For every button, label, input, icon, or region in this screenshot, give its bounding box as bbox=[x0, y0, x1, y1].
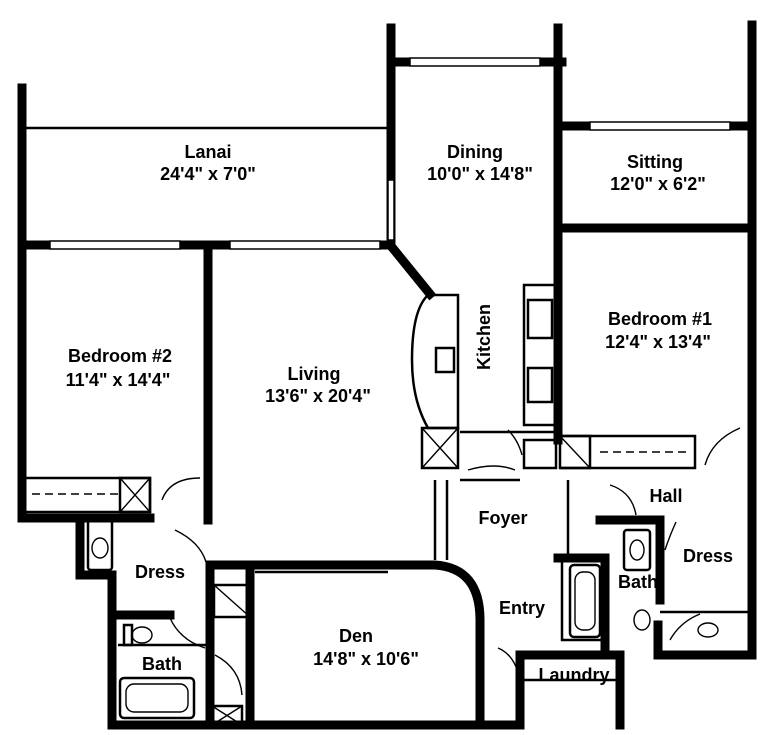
closet-marks bbox=[118, 434, 592, 727]
foyer-name: Foyer bbox=[478, 508, 527, 528]
bedroom1-name: Bedroom #1 bbox=[608, 309, 712, 329]
bedroom2-size: 11'4" x 14'4" bbox=[66, 370, 171, 390]
dining-size: 10'0" x 14'8" bbox=[427, 164, 533, 184]
door-swings bbox=[161, 427, 741, 696]
laundry-name: Laundry bbox=[538, 665, 609, 685]
den-size: 14'8" x 10'6" bbox=[313, 649, 419, 669]
kitchen-fixtures bbox=[410, 283, 558, 470]
bath-fixtures bbox=[86, 518, 719, 720]
lanai-size: 24'4" x 7'0" bbox=[160, 164, 256, 184]
bedroom2-name: Bedroom #2 bbox=[68, 346, 172, 366]
entry-name: Entry bbox=[499, 598, 545, 618]
dress-left-name: Dress bbox=[135, 562, 185, 582]
bedroom1-size: 12'4" x 13'4" bbox=[605, 332, 711, 352]
dress-right-name: Dress bbox=[683, 546, 733, 566]
sitting-name: Sitting bbox=[627, 152, 683, 172]
hall-name: Hall bbox=[649, 486, 682, 506]
bath-left-name: Bath bbox=[142, 654, 182, 674]
dining-name: Dining bbox=[447, 142, 503, 162]
bath-right-name: Bath bbox=[618, 572, 658, 592]
den-name: Den bbox=[339, 626, 373, 646]
sitting-size: 12'0" x 6'2" bbox=[610, 174, 706, 194]
room-labels: Lanai 24'4" x 7'0" Dining 10'0" x 14'8" … bbox=[66, 142, 733, 685]
windows bbox=[49, 57, 731, 250]
living-name: Living bbox=[288, 364, 341, 384]
lanai-name: Lanai bbox=[184, 142, 231, 162]
living-size: 13'6" x 20'4" bbox=[265, 386, 371, 406]
kitchen-name: Kitchen bbox=[474, 304, 494, 370]
